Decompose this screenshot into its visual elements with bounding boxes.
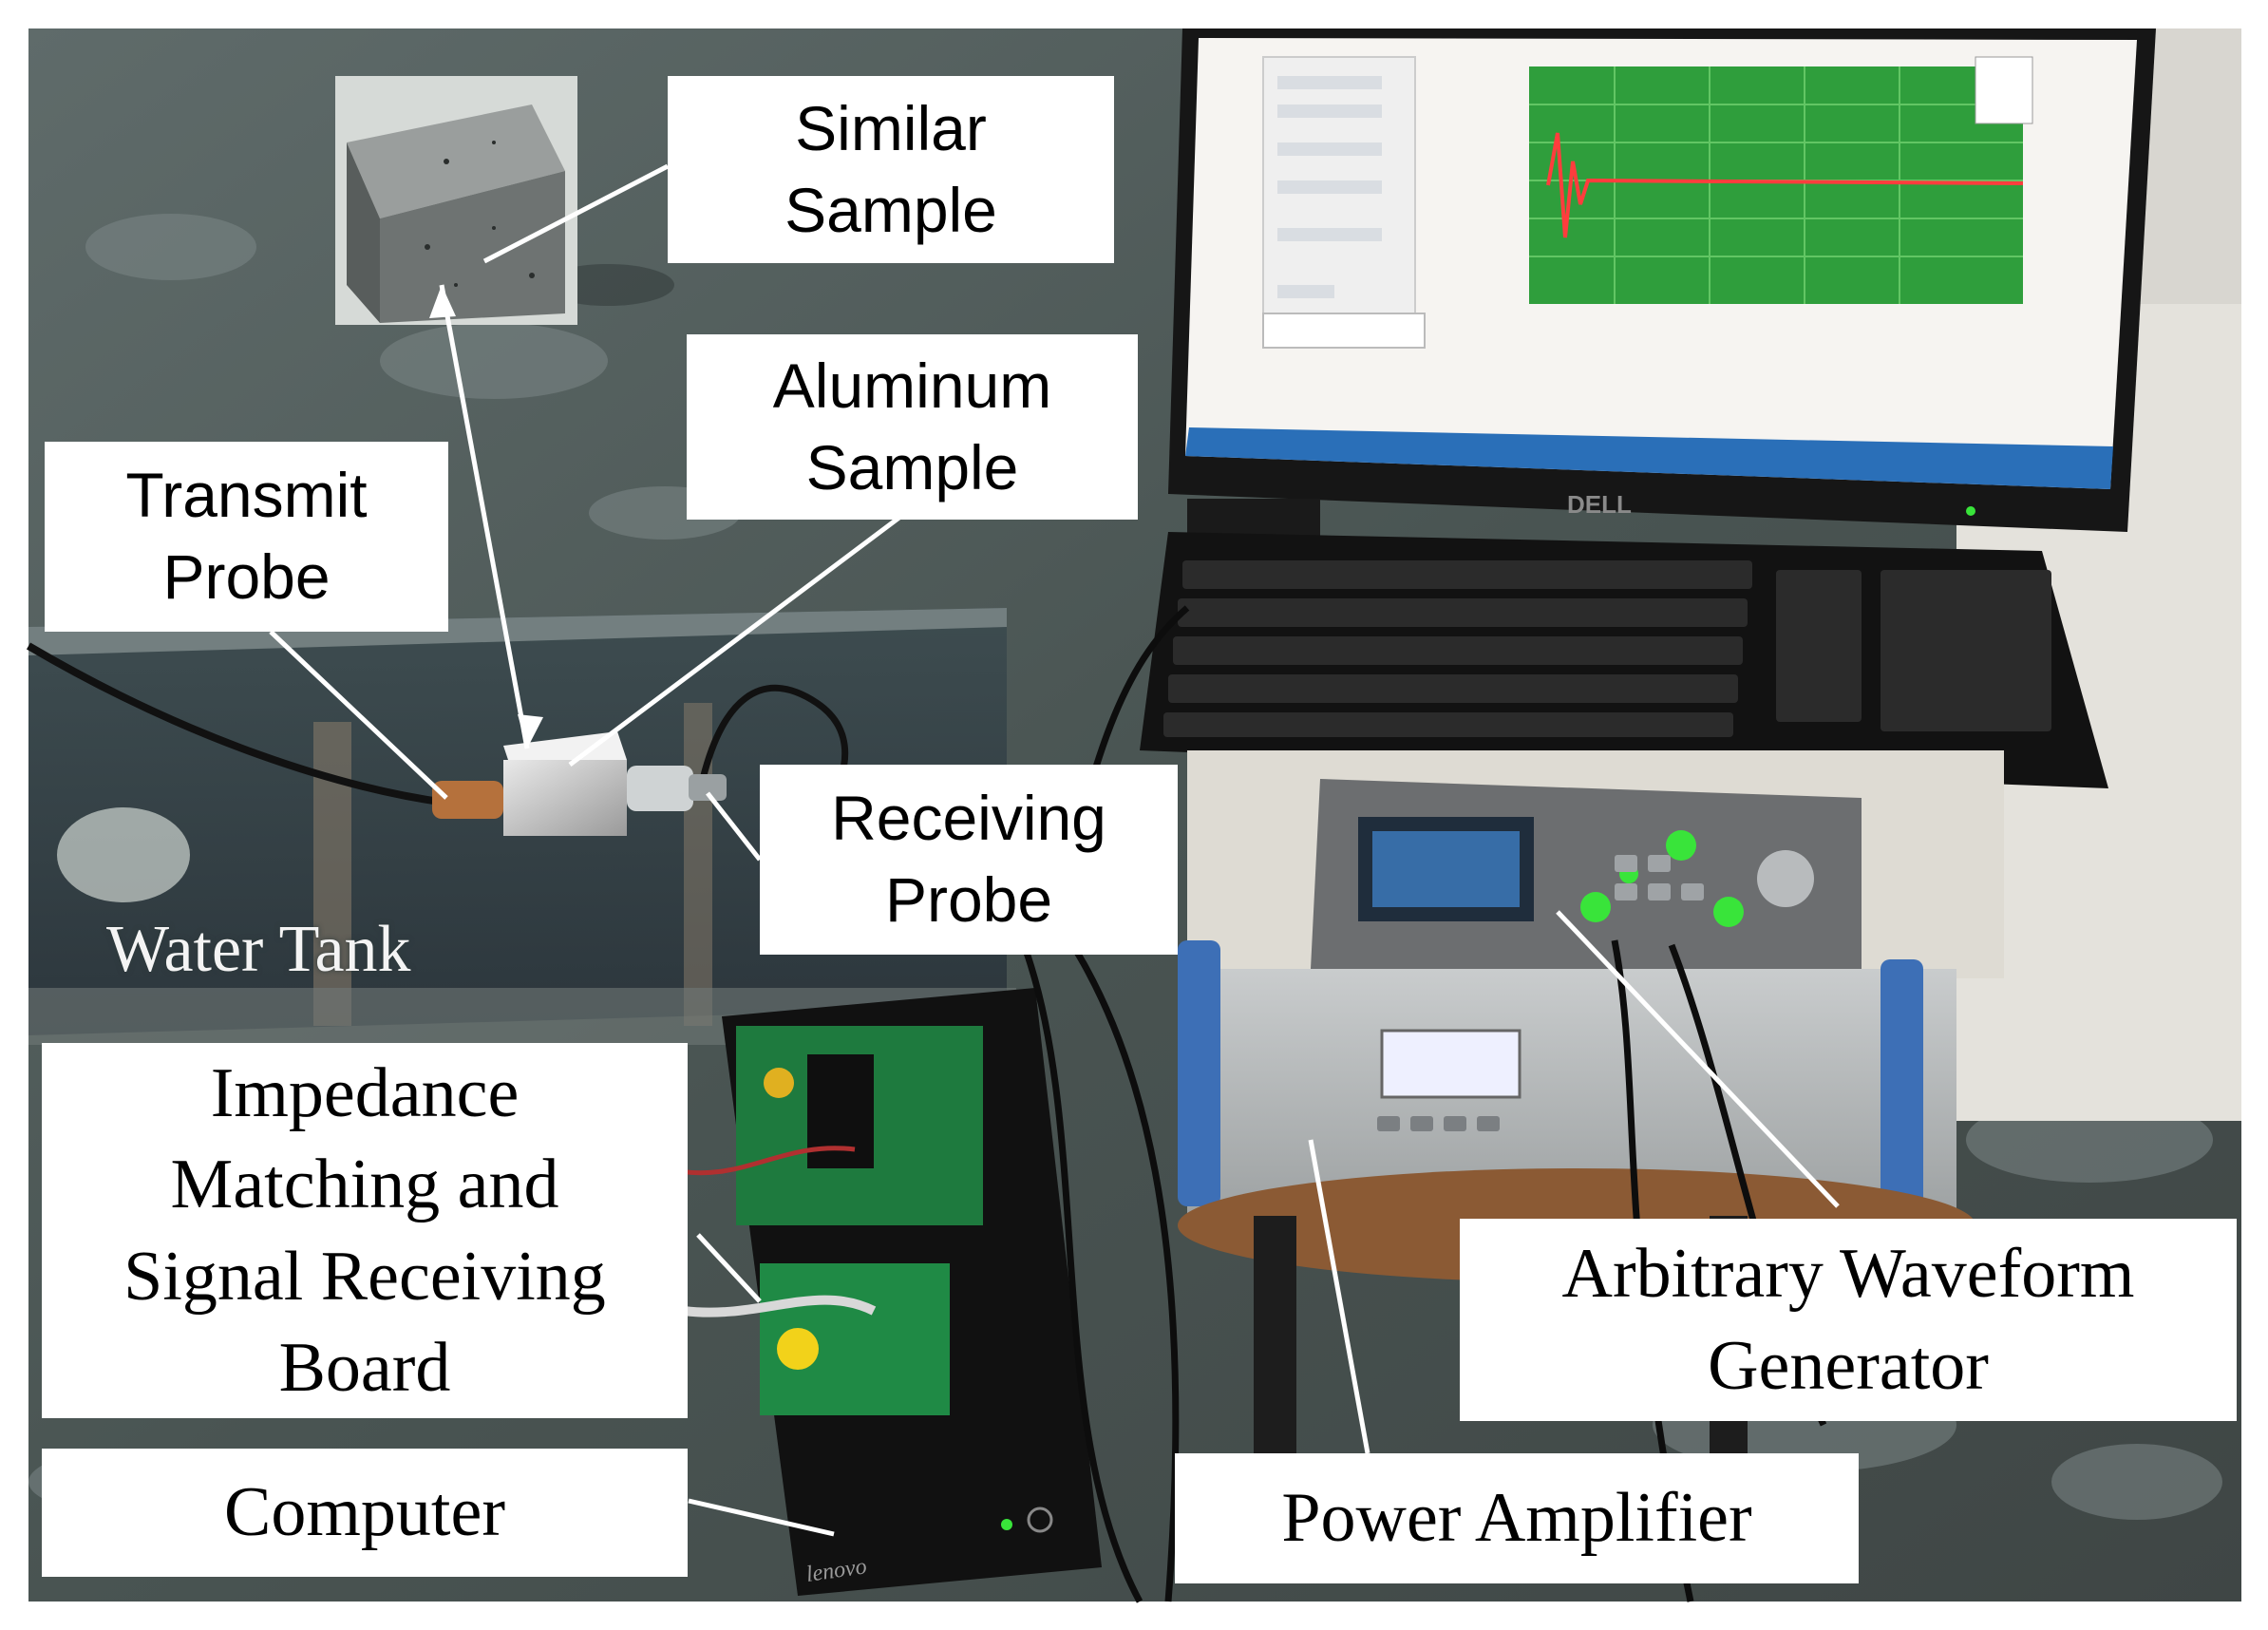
label-receiving-probe: Receiving Probe [760, 765, 1178, 955]
label-arbitrary-waveform-generator: Arbitrary Waveform Generator [1460, 1219, 2237, 1421]
transmit-probe-body [432, 781, 503, 819]
waveform-generator [1311, 779, 1862, 988]
label-computer: Computer [42, 1449, 688, 1577]
pointer-lines [269, 163, 1840, 1537]
label-impedance-board: Impedance Matching and Signal Receiving … [42, 1043, 688, 1418]
label-water-tank: Water Tank [106, 913, 411, 986]
aluminum-sample-block [503, 731, 627, 836]
monitor: DELL [1168, 28, 2156, 537]
impedance-board-photo [664, 1026, 983, 1415]
waveform-display [1529, 66, 2023, 304]
keyboard [1140, 532, 2108, 788]
monitor-brand-logo: DELL [1567, 490, 1632, 519]
label-power-amplifier: Power Amplifier [1175, 1453, 1859, 1583]
similar-sample-inset [335, 76, 577, 325]
label-transmit-probe: Transmit Probe [45, 442, 448, 632]
label-aluminum-sample: Aluminum Sample [687, 334, 1138, 520]
receiving-probe-body [627, 766, 693, 811]
label-similar-sample: Similar Sample [668, 76, 1114, 263]
